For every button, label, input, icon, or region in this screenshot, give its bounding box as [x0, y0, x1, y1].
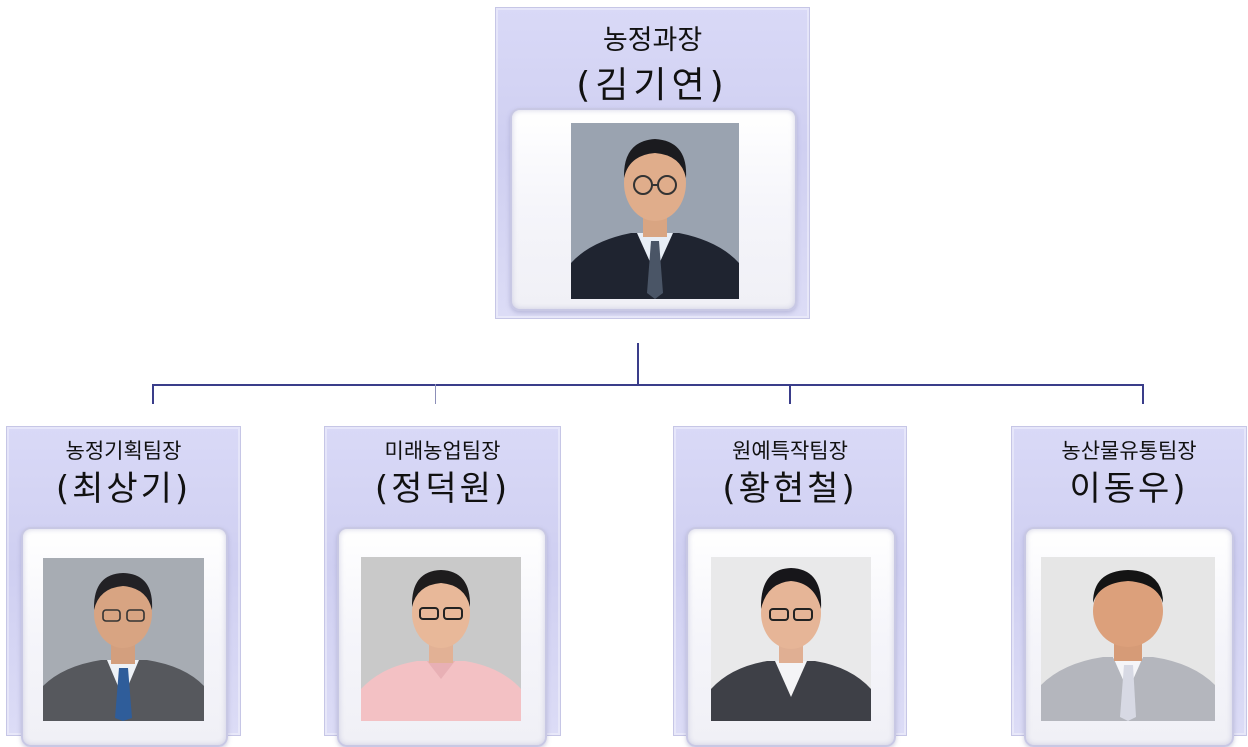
- portrait-icon: [361, 557, 521, 721]
- team-title: 농산물유통팀장: [1061, 439, 1197, 463]
- team-name: 이동우): [1069, 469, 1189, 509]
- portrait-icon: [571, 123, 739, 299]
- team-card-4: 농산물유통팀장 이동우): [1011, 426, 1247, 747]
- portrait-icon: [43, 558, 204, 721]
- team-photo-frame: [686, 527, 896, 747]
- team-card-1: 농정기획팀장 (최상기): [6, 426, 241, 747]
- connector-drop-4: [1142, 384, 1144, 404]
- connector-drop-2: [435, 384, 436, 404]
- team-title: 원예특작팀장: [732, 439, 848, 463]
- team-card-3: 원예특작팀장 (황현철): [673, 426, 907, 747]
- connector-drop-3: [789, 384, 791, 404]
- portrait-icon: [1041, 557, 1215, 721]
- portrait-icon: [711, 557, 871, 721]
- connector-drop-1: [152, 384, 154, 404]
- team-title: 미래농업팀장: [384, 439, 501, 463]
- team-photo-frame: [337, 527, 547, 747]
- connector-bar: [152, 384, 1144, 386]
- connector-trunk: [637, 343, 639, 385]
- team-photo-frame: [1024, 527, 1234, 747]
- team-name: (황현철): [722, 469, 858, 509]
- head-name: (김기연): [576, 65, 729, 106]
- team-card-2: 미래농업팀장 (정덕원): [324, 426, 561, 747]
- team-name: (최상기): [55, 469, 192, 509]
- head-photo-frame: [510, 108, 797, 311]
- team-title: 농정기획팀장: [65, 439, 182, 463]
- head-title: 농정과장: [602, 25, 703, 56]
- head-card: 농정과장 (김기연): [495, 7, 810, 319]
- team-photo-frame: [21, 527, 228, 747]
- team-name: (정덕원): [374, 469, 511, 509]
